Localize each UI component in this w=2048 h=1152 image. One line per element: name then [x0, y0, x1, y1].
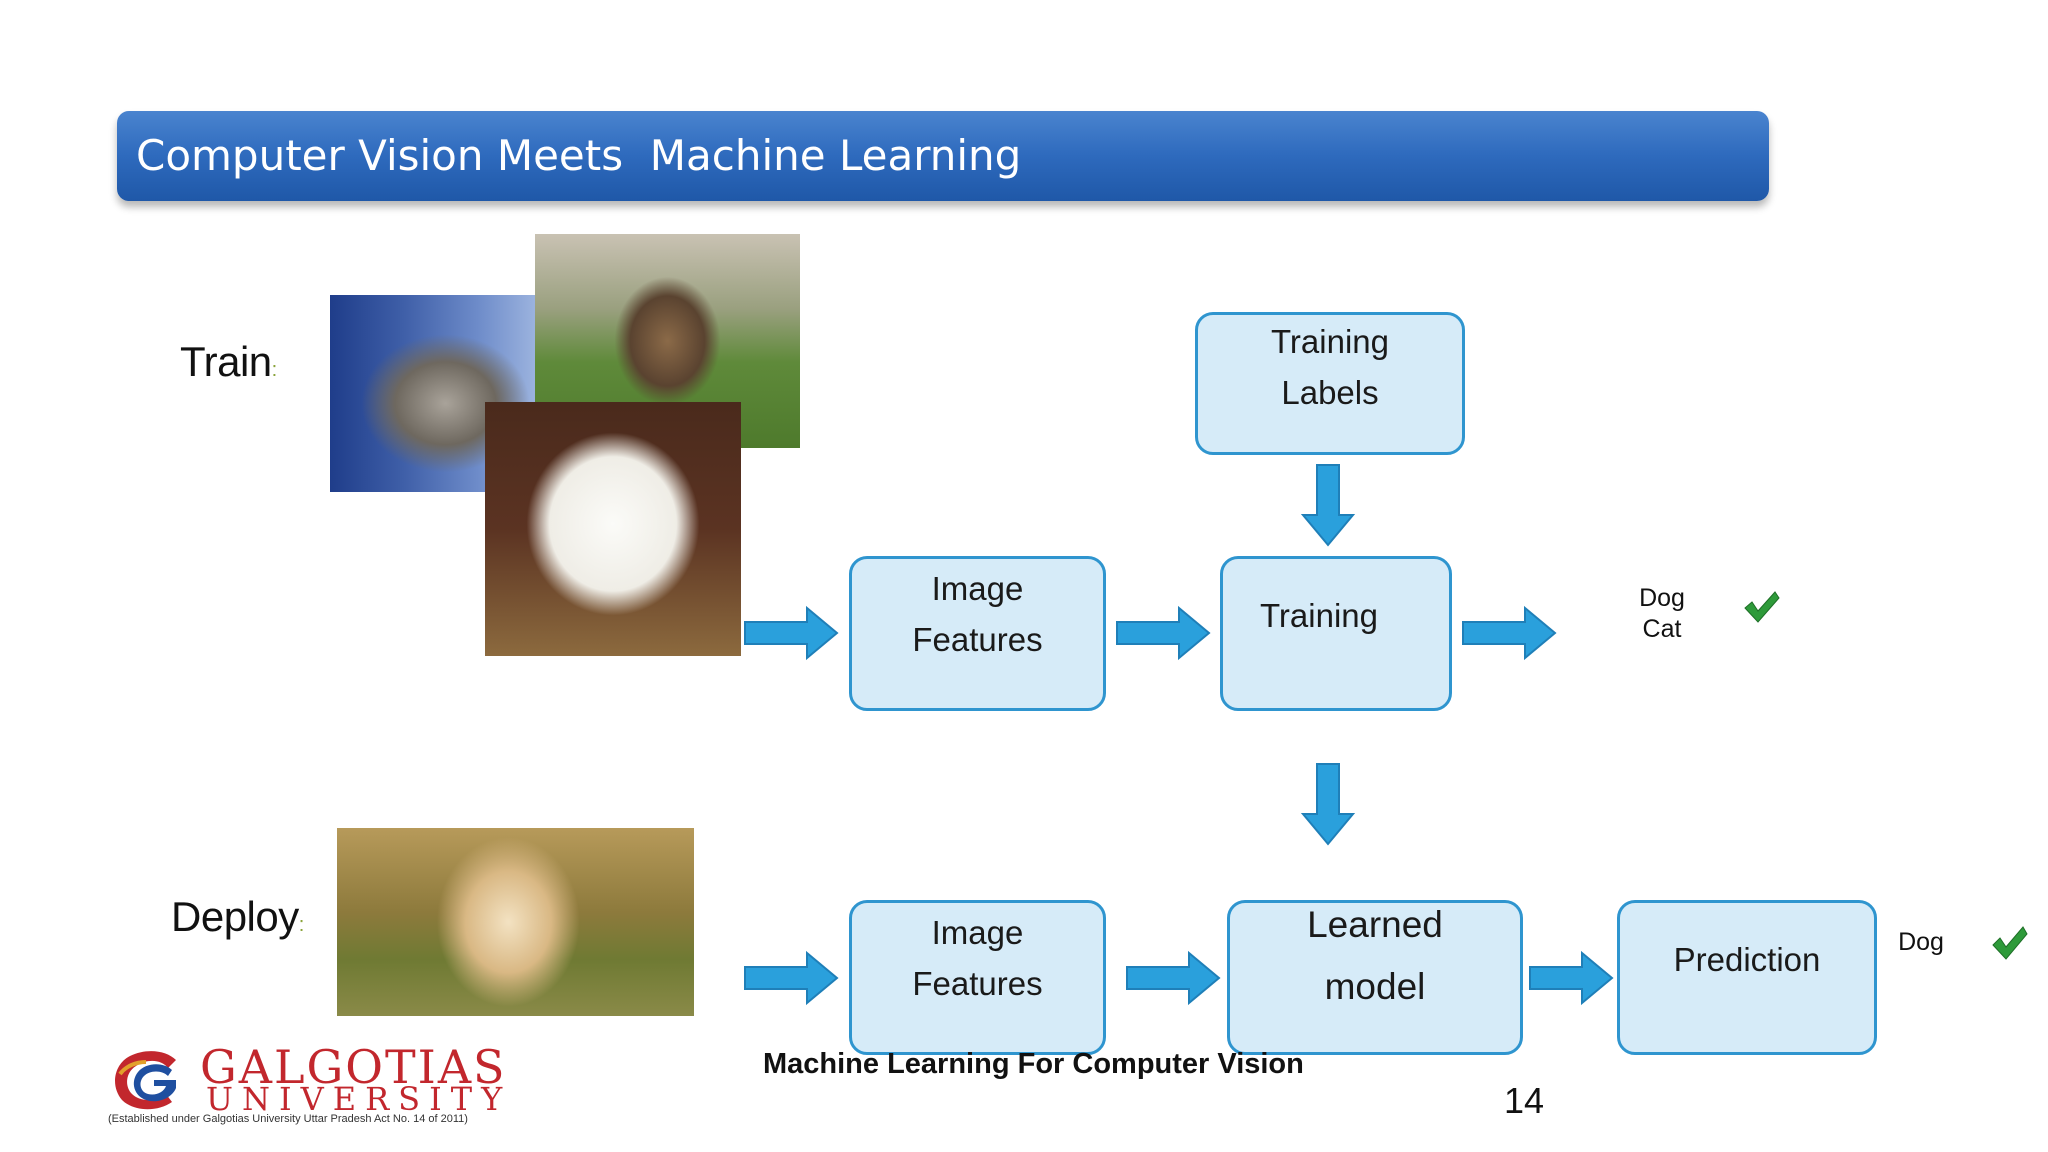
train-label-colon: : — [271, 359, 278, 381]
training-box: Training — [1220, 556, 1452, 711]
check-mark-icon — [1744, 591, 1780, 623]
train-image-features-box: Image Features — [849, 556, 1106, 711]
deploy-features-line2: Features — [912, 965, 1043, 1002]
right-arrow-icon — [1529, 950, 1614, 1006]
down-arrow-icon — [1300, 464, 1356, 547]
golden-puppy-photo — [337, 828, 694, 1016]
deploy-features-line1: Image — [931, 914, 1024, 951]
footer-title: Machine Learning For Computer Vision — [763, 1048, 1304, 1080]
training-labels-line2: Labels — [1281, 374, 1379, 411]
logo-name: GALGOTIAS — [200, 1040, 507, 1094]
training-labels-line1: Training — [1271, 323, 1389, 360]
right-arrow-icon — [1116, 605, 1211, 661]
prediction-label: Prediction — [1673, 941, 1821, 978]
training-label: Training — [1260, 597, 1378, 634]
slide-title: Computer Vision Meets Machine Learning — [136, 131, 1022, 180]
deploy-label: Deploy: — [171, 893, 304, 941]
right-arrow-icon — [1126, 950, 1221, 1006]
model-line1: Learned — [1307, 904, 1443, 945]
galgotias-logo-icon — [115, 1051, 176, 1110]
check-mark-icon — [1992, 926, 2028, 960]
training-labels-box: Training Labels — [1195, 312, 1465, 455]
train-label: Train: — [180, 338, 277, 386]
deploy-label-text: Deploy — [171, 893, 299, 940]
deploy-image-features-box: Image Features — [849, 900, 1106, 1055]
title-banner — [117, 111, 1769, 201]
right-arrow-icon — [744, 605, 839, 661]
down-arrow-icon — [1300, 763, 1356, 846]
right-arrow-icon — [1462, 605, 1557, 661]
train-label-text: Train — [180, 338, 272, 385]
logo-note: (Established under Galgotias University … — [108, 1113, 468, 1125]
deploy-label-colon: : — [298, 914, 305, 936]
learned-model-box: Learned model — [1227, 900, 1523, 1055]
train-result-cat: Cat — [1642, 615, 1682, 643]
train-result-dog: Dog — [1639, 584, 1685, 612]
deploy-result-dog: Dog — [1898, 928, 1944, 956]
train-features-line1: Image — [931, 570, 1024, 607]
train-features-line2: Features — [912, 621, 1043, 658]
right-arrow-icon — [744, 950, 839, 1006]
page-number: 14 — [1504, 1080, 1545, 1121]
white-cat-photo — [485, 402, 741, 656]
logo-sub: UNIVERSITY — [206, 1080, 512, 1118]
model-line2: model — [1324, 966, 1426, 1007]
prediction-box: Prediction — [1617, 900, 1877, 1055]
